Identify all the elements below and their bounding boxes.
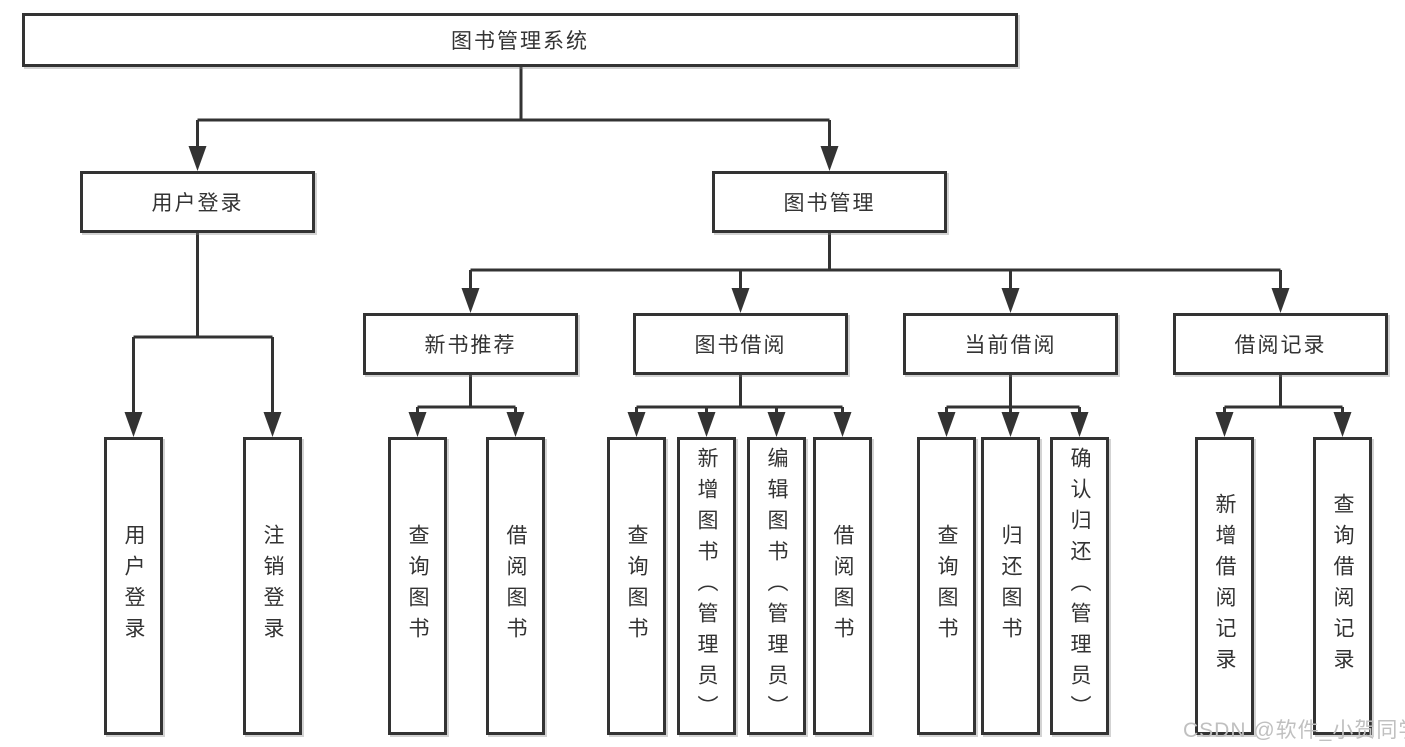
leaf-query-books-3: 查询图书 xyxy=(917,437,976,735)
node-book-borrowing: 图书借阅 xyxy=(633,313,848,375)
node-borrowing-records: 借阅记录 xyxy=(1173,313,1388,375)
node-book-management: 图书管理 xyxy=(712,171,947,233)
leaf-borrow-books-2: 借阅图书 xyxy=(813,437,872,735)
leaf-query-borrow-record: 查询借阅记录 xyxy=(1313,437,1372,735)
leaf-user-login: 用户登录 xyxy=(104,437,163,735)
csdn-watermark: CSDN @软件_小贺同学 xyxy=(1183,719,1405,742)
leaf-return-book: 归还图书 xyxy=(981,437,1040,735)
node-user-login: 用户登录 xyxy=(80,171,315,233)
leaf-confirm-return-admin: 确认归还（管理员） xyxy=(1050,437,1109,735)
node-new-book-recommendation: 新书推荐 xyxy=(363,313,578,375)
leaf-query-books-2: 查询图书 xyxy=(607,437,666,735)
leaf-edit-book-admin: 编辑图书（管理员） xyxy=(747,437,806,735)
leaf-add-book-admin: 新增图书（管理员） xyxy=(677,437,736,735)
node-current-borrowing: 当前借阅 xyxy=(903,313,1118,375)
leaf-borrow-books-1: 借阅图书 xyxy=(486,437,545,735)
node-library-management-system: 图书管理系统 xyxy=(22,13,1018,67)
leaf-add-borrow-record: 新增借阅记录 xyxy=(1195,437,1254,735)
leaf-query-books-1: 查询图书 xyxy=(388,437,447,735)
leaf-logout: 注销登录 xyxy=(243,437,302,735)
